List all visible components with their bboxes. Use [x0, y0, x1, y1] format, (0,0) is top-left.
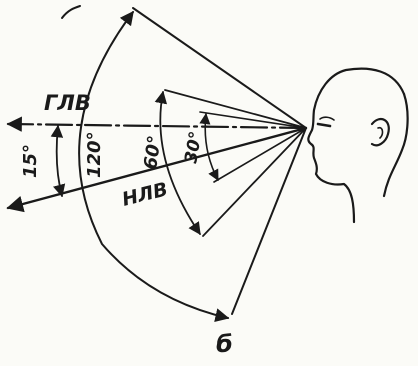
sixty-lower-line	[203, 128, 306, 236]
label-angle-15: 15°	[20, 144, 41, 178]
arc-30-degrees	[205, 114, 218, 180]
label-angle-30: 30°	[181, 130, 206, 165]
sixty-upper-line	[165, 90, 306, 128]
normal-line-of-sight	[8, 124, 306, 128]
eye	[318, 124, 330, 126]
lower-limit-line	[232, 128, 306, 314]
thirty-lower-line	[214, 128, 306, 182]
label-lowered-line-of-sight: НЛВ	[120, 178, 170, 211]
label-angle-120: 120°	[84, 131, 105, 178]
stray-mark	[62, 6, 80, 18]
label-point-b: б	[216, 330, 233, 358]
label-angle-60: 60°	[140, 134, 166, 171]
human-head-profile-icon	[308, 69, 407, 222]
ear	[372, 119, 389, 145]
upper-limit-line	[133, 8, 306, 128]
label-normal-line-of-sight: ГЛВ	[44, 91, 91, 115]
arc-15-degrees	[57, 126, 62, 196]
